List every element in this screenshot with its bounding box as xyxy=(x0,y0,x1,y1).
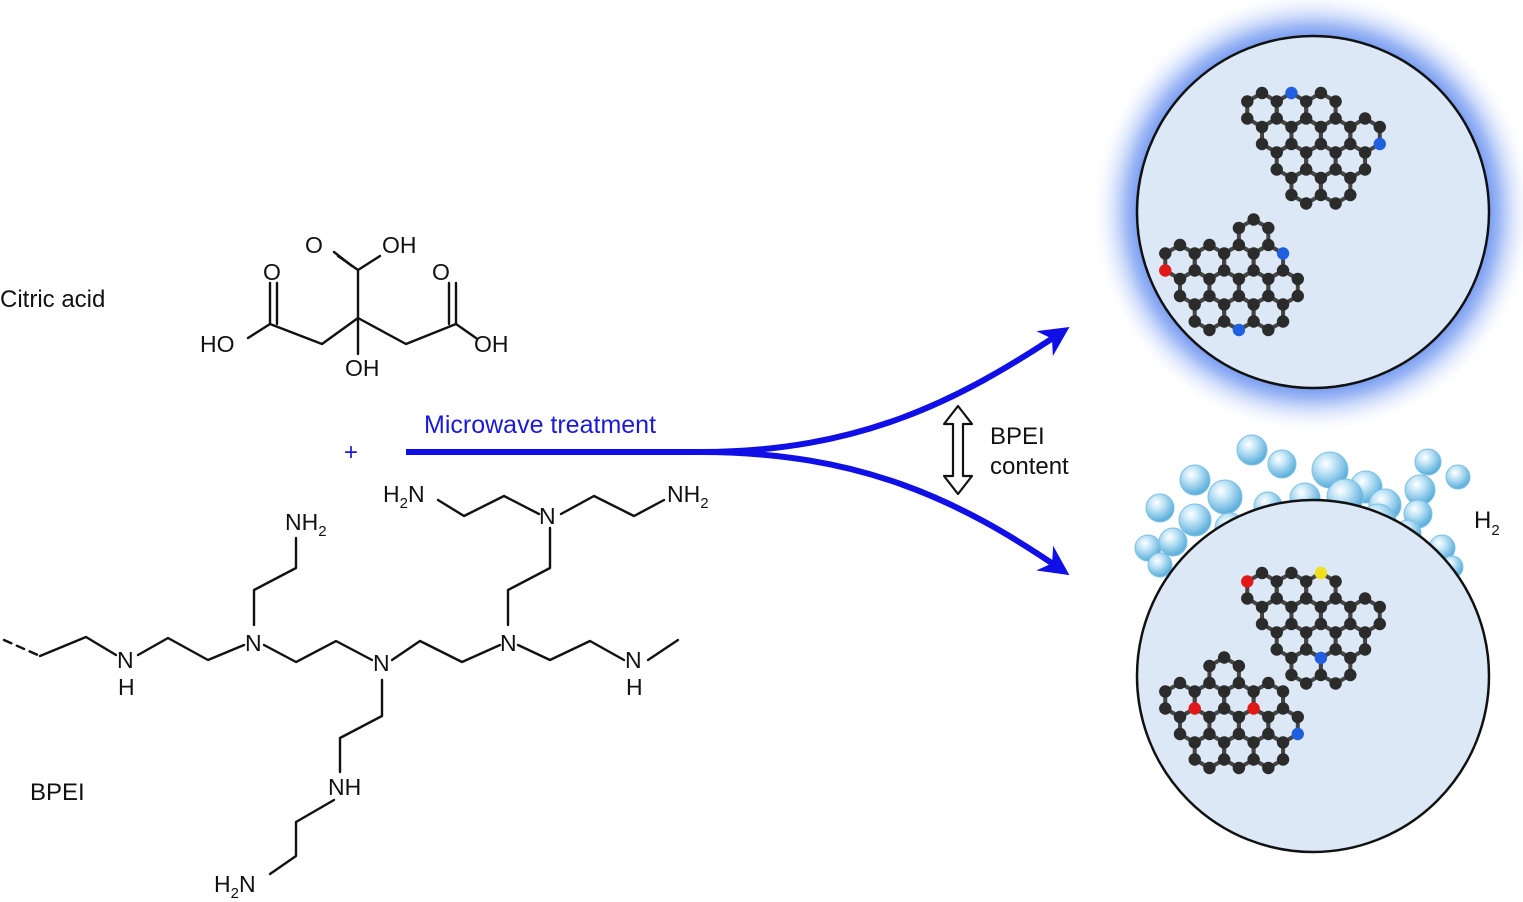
atom-N-3: N xyxy=(373,650,390,676)
atom-NH2-top: NH2 xyxy=(667,481,709,512)
atom-OH-right: OH xyxy=(474,331,509,357)
atom-OH-top: OH xyxy=(382,232,417,258)
atom-OH-center: OH xyxy=(345,355,380,381)
h2-evolving-carbon-dot: H2 xyxy=(1134,434,1500,854)
h2-label: H2 xyxy=(1474,507,1500,539)
atom-HO-left: HO xyxy=(200,331,235,357)
atom-H2N-branch2: H2N xyxy=(214,871,256,902)
graphitic-core-bottom xyxy=(1159,566,1386,775)
atom-N-6: N xyxy=(539,503,556,529)
plus-sign: + xyxy=(344,439,358,466)
graphitic-core-top xyxy=(1159,86,1386,337)
bpei-content-line2: content xyxy=(990,453,1069,480)
bpei-content-line1: BPEI xyxy=(990,423,1045,450)
bpei-structure: BPEI N H N N N N H NH2 NH H2N N H2N NH2 xyxy=(2,481,709,902)
citric-acid-label: Citric acid xyxy=(0,286,105,313)
atom-N-4: N xyxy=(500,630,517,656)
microwave-treatment-label: Microwave treatment xyxy=(424,411,656,439)
citric-acid-structure: Citric acid O O O OH HO OH OH xyxy=(0,232,509,381)
atom-H-1: H xyxy=(118,674,135,700)
particle-circle-top xyxy=(1135,34,1491,390)
bpei-content-double-arrow xyxy=(942,404,974,496)
atom-O-top: O xyxy=(305,232,323,258)
bpei-label: BPEI xyxy=(30,779,85,806)
atom-NH2-branch1: NH2 xyxy=(285,509,327,540)
arrow-to-h2-dot xyxy=(699,449,1070,576)
atom-O-left: O xyxy=(263,259,281,285)
atom-H-5: H xyxy=(626,674,643,700)
atom-NH-branch2: NH xyxy=(328,774,361,800)
atom-N-1: N xyxy=(117,647,134,673)
atom-N-5: N xyxy=(625,647,642,673)
atom-H2N-top: H2N xyxy=(383,481,425,512)
fluorescent-carbon-dot xyxy=(1091,0,1523,434)
atom-O-right: O xyxy=(432,259,450,285)
reaction-arrows: Microwave treatment BPEI content xyxy=(406,327,1070,576)
atom-N-2: N xyxy=(245,630,262,656)
particle-circle-bottom xyxy=(1135,498,1491,854)
